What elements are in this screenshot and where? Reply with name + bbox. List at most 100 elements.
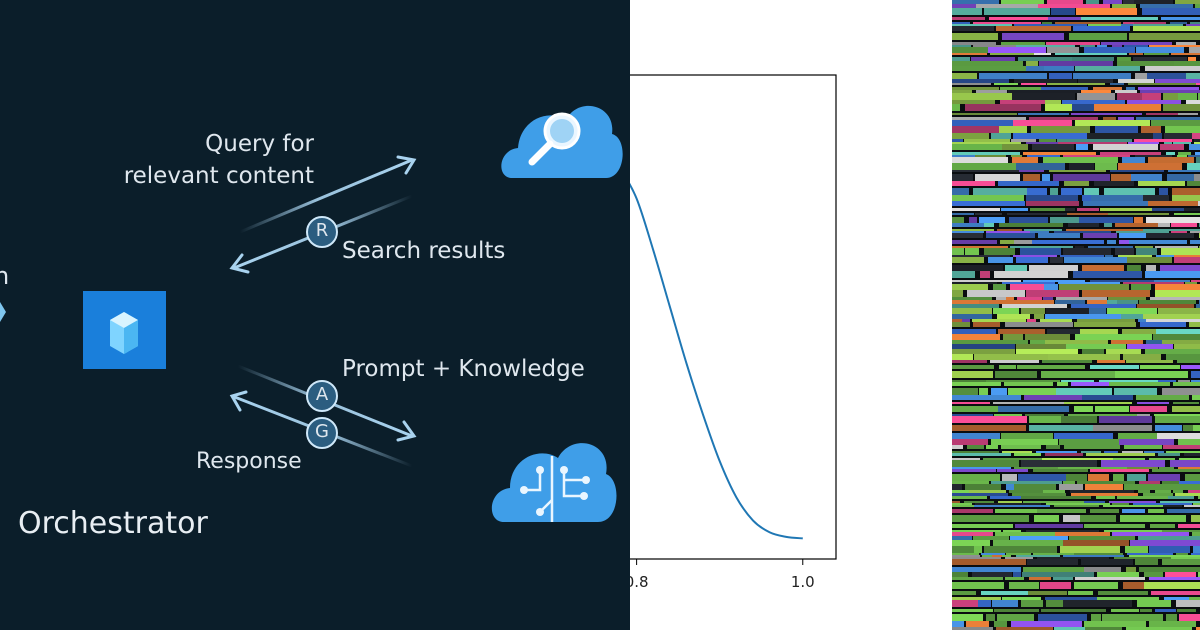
glitch-stripe: [1178, 439, 1200, 445]
glitch-stripe: [1026, 66, 1044, 71]
glitch-stripe: [1074, 322, 1136, 327]
glitch-stripe: [952, 577, 1003, 580]
glitch-stripe: [1126, 567, 1136, 572]
glitch-stripe: [1059, 439, 1119, 445]
glitch-stripe: [1121, 314, 1143, 319]
glitch-stripe: [1044, 66, 1074, 71]
glitch-stripe: [984, 546, 1057, 553]
glitch-stripe: [988, 257, 1013, 263]
glitch-stripe: [1170, 460, 1200, 467]
glitch-stripe: [969, 490, 1006, 493]
glitch-stripe: [1107, 240, 1116, 244]
glitch-stripe: [1066, 474, 1087, 481]
glitch-stripe: [1135, 559, 1158, 565]
glitch-stripe: [1186, 100, 1200, 104]
glitch-stripe: [981, 591, 1028, 595]
glitch-stripe: [986, 445, 998, 449]
glitch-stripe: [1002, 144, 1028, 150]
query-label: Query for relevant content: [108, 128, 314, 192]
glitch-stripe: [1152, 208, 1184, 211]
cube-icon: [83, 291, 166, 369]
glitch-stripe: [1095, 163, 1117, 170]
glitch-stripe: [1027, 559, 1078, 565]
glitch-stripe: [952, 90, 972, 93]
glitch-stripe: [1184, 453, 1200, 456]
glitch-stripe: [952, 621, 964, 627]
glitch-stripe: [1082, 195, 1091, 201]
glitch-stripe: [994, 83, 1018, 85]
glitch-stripe: [973, 188, 1027, 195]
glitch-stripe: [1027, 188, 1047, 195]
glitch-stripe: [999, 365, 1016, 369]
cut-text-fragment: n: [0, 262, 10, 290]
glitch-stripe: [1061, 416, 1097, 423]
glitch-stripe: [1178, 467, 1200, 469]
glitch-stripe: [952, 334, 1000, 340]
glitch-stripe: [1081, 451, 1101, 453]
glitch-stripe: [1158, 380, 1176, 382]
glitch-stripe: [1003, 334, 1023, 340]
glitch-stripe: [1088, 24, 1121, 26]
glitch-stripes: [952, 0, 1200, 630]
glitch-stripe: [1093, 144, 1158, 150]
glitch-stripe: [952, 354, 973, 360]
glitch-stripe: [1005, 557, 1033, 559]
glitch-stripe: [986, 231, 1030, 233]
glitch-stripe: [952, 557, 1001, 559]
glitch-stripe: [1119, 240, 1129, 244]
glitch-stripe: [1039, 61, 1113, 66]
glitch-stripe: [952, 246, 1008, 248]
glitch-stripe: [1084, 524, 1145, 528]
glitch-stripe: [986, 380, 1060, 382]
glitch-stripe: [1189, 597, 1200, 600]
glitch-stripe: [1165, 572, 1196, 577]
glitch-stripe: [1097, 572, 1139, 577]
glitch-stripe: [999, 126, 1027, 133]
glitch-stripe: [1048, 354, 1120, 360]
glitch-stripe: [1046, 600, 1063, 607]
glitch-stripe: [1050, 257, 1063, 263]
glitch-stripe: [974, 546, 982, 553]
glitch-stripe: [975, 174, 1020, 181]
glitch-stripe: [1014, 467, 1058, 469]
glitch-stripe: [1138, 536, 1200, 540]
glitch-stripe: [1139, 481, 1160, 484]
glitch-stripe: [1032, 240, 1104, 244]
glitch-stripe: [1057, 382, 1068, 386]
glitch-stripe: [1002, 33, 1064, 40]
glitch-stripe: [1129, 53, 1143, 55]
glitch-stripe: [1053, 577, 1073, 580]
response-label: Response: [196, 449, 302, 474]
glitch-stripe: [952, 248, 964, 255]
glitch-stripe: [1178, 113, 1198, 115]
glitch-stripe: [1120, 515, 1186, 522]
glitch-stripe: [1029, 117, 1098, 120]
glitch-stripe: [996, 297, 1006, 300]
glitch-stripe: [1176, 42, 1196, 45]
glitch-stripe: [1002, 282, 1055, 284]
glitch-stripe: [1190, 240, 1200, 244]
glitch-stripe: [1140, 609, 1152, 612]
glitch-stripe: [991, 388, 1007, 395]
glitch-stripe: [1001, 445, 1041, 449]
glitch-stripe: [952, 582, 1004, 589]
glitch-stripe: [1034, 53, 1051, 55]
glitch-stripe: [1184, 505, 1200, 507]
glitch-stripe: [1084, 47, 1135, 53]
glitch-stripe: [1146, 265, 1156, 271]
glitch-stripe: [1012, 93, 1075, 100]
glitch-stripe: [1123, 0, 1134, 4]
glitch-stripe: [1009, 490, 1043, 493]
glitch-stripe: [1013, 120, 1072, 126]
glitch-stripe: [1046, 42, 1100, 45]
glitch-stripe: [1033, 553, 1074, 555]
glitch-stripe: [1156, 255, 1174, 257]
glitch-stripe: [1144, 53, 1169, 55]
glitch-stripe: [952, 559, 1026, 565]
glitch-stripe: [975, 503, 1041, 505]
glitch-stripe: [1077, 481, 1135, 484]
glitch-stripe: [1164, 142, 1172, 144]
glitch-stripe: [1144, 572, 1163, 577]
glitch-stripe: [1185, 474, 1200, 481]
glitch-stripe: [1110, 83, 1124, 85]
